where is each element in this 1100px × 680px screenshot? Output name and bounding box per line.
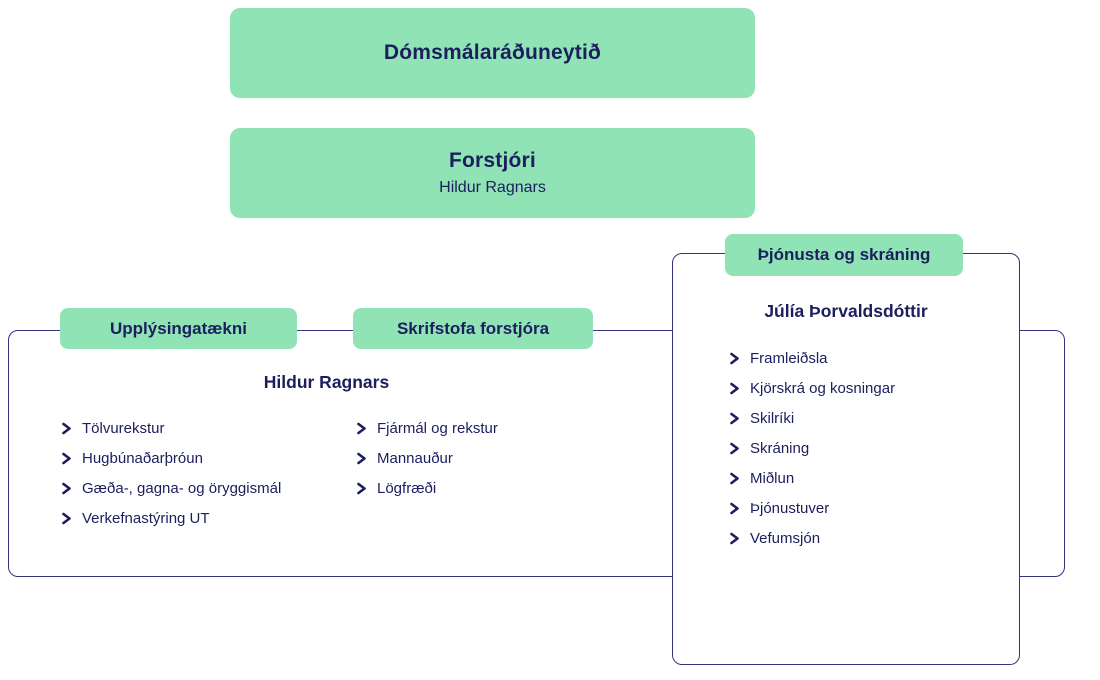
ministry-label: Dómsmálaráðuneytið: [383, 41, 602, 64]
tab-skrifstofa-forstjora[interactable]: Skrifstofa forstjóra: [353, 308, 593, 349]
list-item-label: Miðlun: [750, 469, 795, 487]
chevron-right-icon: [60, 482, 73, 495]
chevron-right-icon: [728, 382, 741, 395]
list-item[interactable]: Fjármál og rekstur: [355, 413, 498, 443]
right-card-heading: Júlía Þorvaldsdóttir: [764, 301, 928, 321]
chevron-right-icon: [728, 352, 741, 365]
list-item[interactable]: Verkefnastýring UT: [60, 503, 281, 533]
chevron-right-icon: [60, 512, 73, 525]
list-item[interactable]: Kjörskrá og kosningar: [728, 373, 895, 403]
chevron-right-icon: [728, 442, 741, 455]
list-item-label: Vefumsjón: [750, 529, 821, 547]
list-item-label: Hugbúnaðarþróun: [82, 449, 203, 467]
list-item[interactable]: Skráning: [728, 433, 895, 463]
list-item-label: Framleiðsla: [750, 349, 828, 367]
chevron-right-icon: [355, 422, 368, 435]
list-item-label: Lögfræði: [377, 479, 437, 497]
right-card-list: Framleiðsla Kjörskrá og kosningar Skilrí…: [728, 343, 895, 553]
tab-upplysingataekni[interactable]: Upplýsingatækni: [60, 308, 297, 349]
list-item[interactable]: Vefumsjón: [728, 523, 895, 553]
list-item[interactable]: Gæða-, gagna- og öryggismál: [60, 473, 281, 503]
chevron-right-icon: [728, 502, 741, 515]
list-item[interactable]: Framleiðsla: [728, 343, 895, 373]
tab-label: Upplýsingatækni: [110, 318, 247, 338]
tab-label: Þjónusta og skráning: [757, 245, 931, 264]
list-item[interactable]: Lögfræði: [355, 473, 498, 503]
list-item-label: Mannauður: [377, 449, 453, 467]
list-item[interactable]: Mannauður: [355, 443, 498, 473]
list-item[interactable]: Skilríki: [728, 403, 895, 433]
list-item-label: Verkefnastýring UT: [82, 509, 210, 527]
left-card-column-1: Tölvurekstur Hugbúnaðarþróun Gæða-, gagn…: [60, 413, 281, 533]
chevron-right-icon: [728, 472, 741, 485]
left-card-column-2: Fjármál og rekstur Mannauður Lögfræði: [355, 413, 498, 503]
director-box[interactable]: Forstjóri Hildur Ragnars: [230, 128, 755, 218]
list-item[interactable]: Þjónustuver: [728, 493, 895, 523]
list-item[interactable]: Tölvurekstur: [60, 413, 281, 443]
list-item-label: Gæða-, gagna- og öryggismál: [82, 479, 282, 497]
list-item-label: Skilríki: [750, 409, 795, 427]
list-item-label: Fjármál og rekstur: [377, 419, 498, 437]
list-item-label: Skráning: [750, 439, 810, 457]
director-title: Forstjóri: [449, 149, 536, 172]
left-card-heading: Hildur Ragnars: [263, 372, 390, 392]
chevron-right-icon: [60, 422, 73, 435]
right-department-card: [672, 253, 1020, 665]
list-item-label: Þjónustuver: [750, 499, 830, 517]
chevron-right-icon: [60, 452, 73, 465]
chevron-right-icon: [728, 412, 741, 425]
chevron-right-icon: [728, 532, 741, 545]
chevron-right-icon: [355, 482, 368, 495]
director-name: Hildur Ragnars: [439, 179, 546, 196]
chevron-right-icon: [355, 452, 368, 465]
list-item[interactable]: Hugbúnaðarþróun: [60, 443, 281, 473]
tab-label: Skrifstofa forstjóra: [396, 318, 550, 338]
list-item-label: Tölvurekstur: [82, 419, 165, 437]
list-item[interactable]: Miðlun: [728, 463, 895, 493]
tab-thjonusta-og-skraning[interactable]: Þjónusta og skráning: [725, 234, 963, 276]
list-item-label: Kjörskrá og kosningar: [750, 379, 896, 397]
ministry-box[interactable]: Dómsmálaráðuneytið: [230, 8, 755, 98]
